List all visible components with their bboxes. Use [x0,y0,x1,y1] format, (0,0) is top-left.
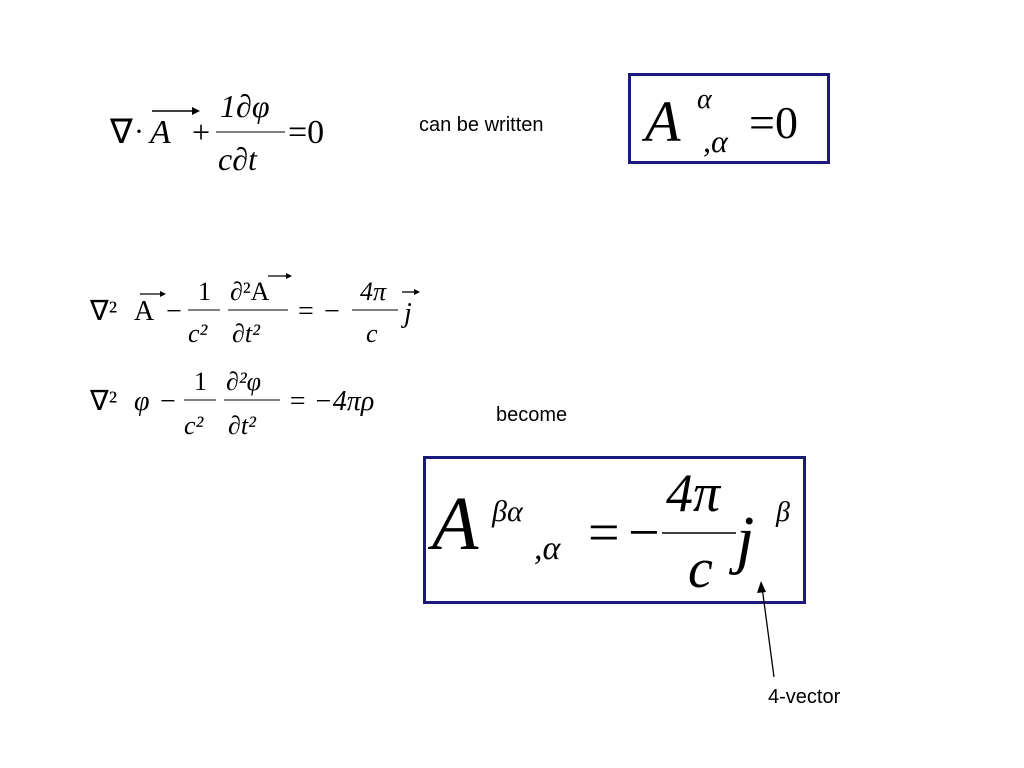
laplacian-symbol: ∇² [90,296,117,327]
vector-A: A [148,114,171,151]
equals-sign: = [298,296,314,327]
phi-symbol: φ [134,386,150,417]
lorenz-gauge-equation: ∇ · A + 1∂φ c∂t =0 [110,88,324,177]
vector-arrow-head [192,107,200,115]
four-pi-numerator: 4π [360,277,387,306]
wave-equation-phi: ∇² φ − 1 c² ∂²φ ∂t² = −4πρ [90,367,374,440]
rhs-charge-density: = −4πρ [288,386,374,417]
vector-arrow-head-3 [414,289,420,295]
minus-sign: − [160,386,176,417]
four-potential-A: A [427,482,479,566]
superscript-alpha: α [697,84,713,115]
laplacian-symbol: ∇² [90,386,117,417]
c-denominator: c [688,538,713,600]
subscript-comma-alpha: ,α [703,123,729,159]
lorenz-gauge-4d-equation: A α ,α =0 [641,84,798,159]
c-denominator: c [366,319,378,348]
vector-arrow-head [160,291,166,297]
become-label: become [496,404,568,426]
subscript-comma-alpha: ,α [534,530,562,567]
wave-equation-A: ∇² A − 1 c² ∂²A ∂t² = − 4π c j [90,273,420,348]
negative-sign: − [628,502,660,564]
second-derivative-phi: ∂²φ [226,367,261,396]
minus-sign: − [166,296,182,327]
fraction-numerator: 1∂φ [220,88,270,124]
plus-sign: + [192,114,210,150]
nabla-symbol: ∇ [110,114,133,151]
superscript-beta: β [775,497,790,528]
vector-A: A [134,296,155,327]
c-squared-denominator: c² [188,319,209,348]
vector-arrow-head-2 [286,273,292,279]
four-current-j: j [728,503,754,576]
second-derivative-A: ∂²A [230,277,270,306]
dt-squared: ∂t² [228,411,257,440]
one-numerator: 1 [194,367,207,396]
current-density-j: j [401,298,412,329]
can-be-written-label: can be written [419,114,544,136]
negative-sign: − [324,296,340,327]
wave-equation-4d: A βα ,α = − 4π c j β [427,463,790,600]
dot-operator: · [134,115,144,148]
annotation-arrow [757,581,775,678]
lorenz-gauge-4d-box: A α ,α =0 [628,73,830,164]
superscript-beta-alpha: βα [491,495,524,528]
four-vector-label: 4-vector [768,686,841,708]
c-squared-denominator: c² [184,411,205,440]
equals-sign: = [588,502,620,564]
wave-equation-4d-box: A βα ,α = − 4π c j β [423,456,806,604]
equals-zero: =0 [749,97,798,148]
four-potential-A: A [641,89,681,154]
one-numerator: 1 [198,277,211,306]
four-pi-numerator: 4π [666,463,722,523]
equals-zero: =0 [288,114,324,151]
dt-squared: ∂t² [232,319,261,348]
arrow-shaft [761,586,775,678]
fraction-denominator: c∂t [218,141,258,177]
arrow-head [757,581,766,593]
